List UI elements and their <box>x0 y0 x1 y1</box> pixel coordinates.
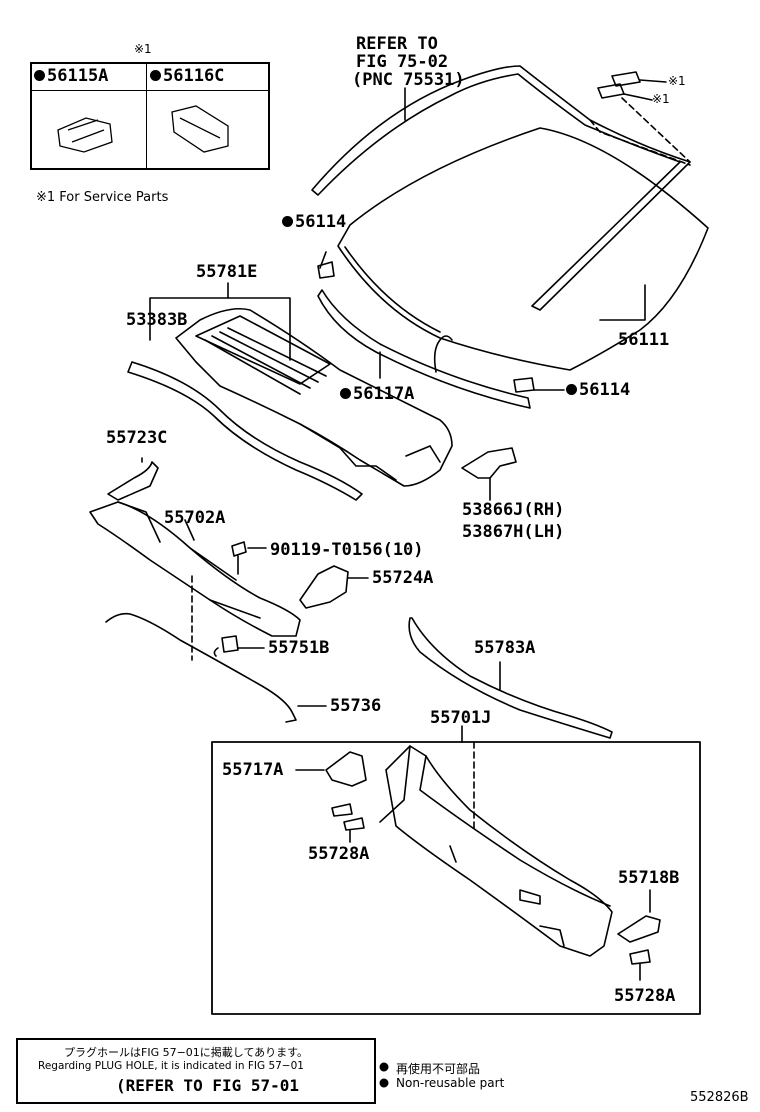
part-number: 56115A <box>47 66 109 86</box>
subassembly-box <box>211 741 701 1015</box>
cowl-panel-inner <box>89 501 301 637</box>
drain-hose <box>105 612 297 723</box>
cowl-side-seal <box>461 447 517 479</box>
cowl-top-ventilator <box>175 307 453 487</box>
spacer-top <box>317 261 335 279</box>
bracket-55718B <box>617 915 661 943</box>
non-reusable-legend-jp: 再使用不可部品 <box>396 1062 481 1076</box>
non-reusable-legend-en: Non-reusable part <box>396 1076 505 1090</box>
service-parts-legend <box>30 62 270 170</box>
cowl-panel-outer <box>379 745 613 957</box>
service-mark-2: ※1 <box>652 92 670 106</box>
part-56116C-sketch <box>171 105 229 153</box>
callout-56117A: 56117A <box>340 384 414 404</box>
pad-55728A-left <box>331 803 353 817</box>
plug-note-refer: (REFER TO FIG 57-01 <box>116 1076 300 1095</box>
non-reusable-dot-icon <box>34 70 45 81</box>
spacer-bottom <box>513 377 535 393</box>
callout-55783A: 55783A <box>474 638 536 658</box>
callout-53867H: 53867H(LH) <box>462 522 565 542</box>
service-mark-header: ※1 <box>134 42 152 56</box>
callout-55724A: 55724A <box>372 568 434 588</box>
part-number: 56114 <box>579 380 631 400</box>
non-reusable-dot-icon <box>566 384 577 395</box>
non-reusable-dot-icon <box>340 388 351 399</box>
callout-55736: 55736 <box>330 696 382 716</box>
plug-note-en: Regarding PLUG HOLE, it is indicated in … <box>38 1060 304 1072</box>
part-number: 56117A <box>353 384 415 404</box>
callout-56111: 56111 <box>618 330 670 350</box>
callout-55723C: 55723C <box>106 428 168 448</box>
callout-53383B: 53383B <box>126 310 188 330</box>
legend-divider <box>146 64 147 168</box>
callout-55728A-left: 55728A <box>308 844 370 864</box>
windshield-glass <box>337 127 709 371</box>
callout-55702A: 55702A <box>164 508 226 528</box>
callout-55728A-right: 55728A <box>614 986 676 1006</box>
non-reusable-dot-icon <box>282 216 293 227</box>
clip-top-right-b <box>597 83 625 99</box>
plug-note-jp: プラグホールはFIG 57−01に掲載してあります。 <box>64 1046 309 1059</box>
figure-code: 552826B <box>690 1090 749 1105</box>
refer-note-line3: (PNC 75531) <box>352 70 465 90</box>
callout-55701J: 55701J <box>430 708 492 728</box>
callout-55781E: 55781E <box>196 262 258 282</box>
bolt-90119 <box>231 541 247 575</box>
part-number: 56116C <box>163 66 225 86</box>
service-parts-footnote: ※1 For Service Parts <box>36 190 169 205</box>
callout-55717A: 55717A <box>222 760 284 780</box>
roof-weatherstrip <box>311 65 691 311</box>
refer-note-line1: REFER TO <box>356 34 438 54</box>
part-56115A-label: 56115A <box>34 66 108 86</box>
plug-hole-note: プラグホールはFIG 57−01に掲載してあります。 Regarding PLU… <box>16 1038 376 1104</box>
callout-56114-top: 56114 <box>282 212 346 232</box>
legend-col-b <box>146 64 268 91</box>
service-mark-1: ※1 <box>668 74 686 88</box>
callout-55718B: 55718B <box>618 868 680 888</box>
clip-top-right-a <box>611 71 641 87</box>
part-56116C-label: 56116C <box>150 66 224 86</box>
lower-molding <box>317 289 531 409</box>
pad-55728A-right <box>629 949 651 965</box>
callout-90119: 90119-T0156(10) <box>270 540 424 560</box>
refer-note-line2: FIG 75-02 <box>356 52 449 72</box>
cowl-seal-55783A <box>408 617 613 739</box>
clip-55751B <box>213 635 239 657</box>
bracket-55723C <box>107 461 159 501</box>
cowl-seal <box>127 361 363 501</box>
callout-55751B: 55751B <box>268 638 330 658</box>
bracket-55717A <box>325 751 367 787</box>
pad-55728A-left-2 <box>343 817 365 831</box>
callout-56114-bottom: 56114 <box>566 380 630 400</box>
part-56115A-sketch <box>57 117 113 153</box>
non-reusable-dot-icon <box>150 70 161 81</box>
callout-53866J: 53866J(RH) <box>462 500 565 520</box>
bracket-55724A <box>299 565 349 609</box>
part-number: 56114 <box>295 212 347 232</box>
